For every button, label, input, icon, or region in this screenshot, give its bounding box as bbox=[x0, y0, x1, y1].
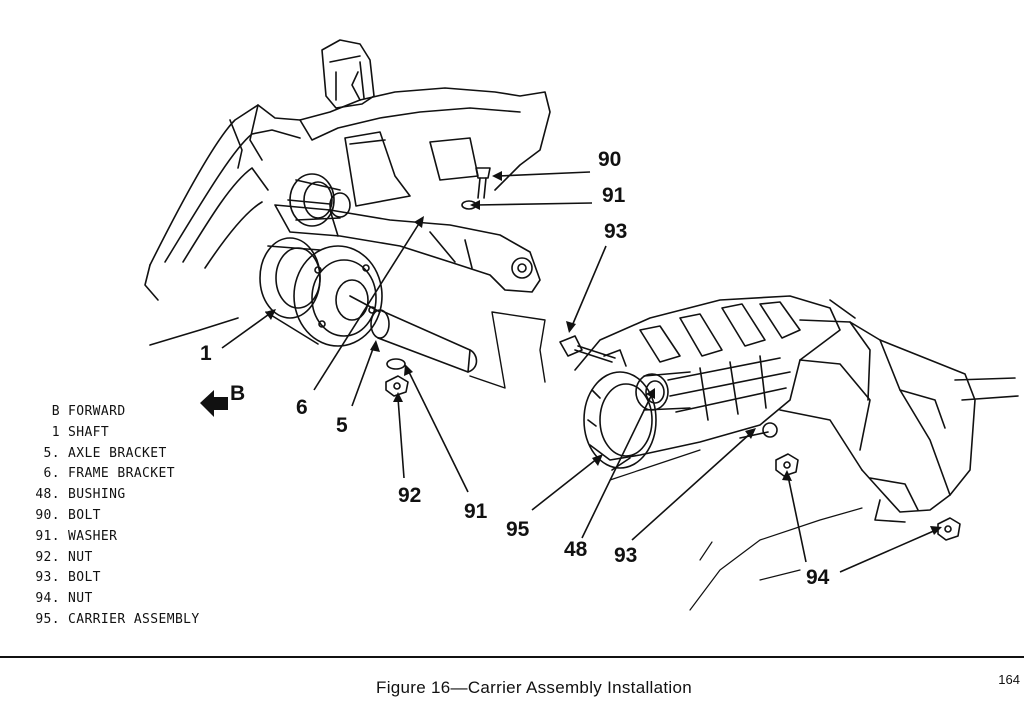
legend-text: CARRIER ASSEMBLY bbox=[68, 611, 200, 627]
arrow-forward-icon bbox=[200, 390, 228, 417]
legend-text: BOLT bbox=[68, 570, 101, 586]
legend-key: 94. bbox=[35, 591, 60, 607]
legend-item: 95. CARRIER ASSEMBLY bbox=[26, 610, 200, 631]
legend-key: 90. bbox=[35, 507, 60, 523]
leader-arrowheads bbox=[265, 171, 942, 535]
legend-key: 48. bbox=[35, 487, 60, 503]
hardware-bolt-93-lower bbox=[739, 422, 778, 439]
direction-marker: B bbox=[200, 382, 245, 417]
legend-text: SHAFT bbox=[68, 424, 110, 440]
frame-crossmember bbox=[144, 71, 551, 346]
frame-bushing bbox=[289, 173, 351, 227]
legend-item: 48. BUSHING bbox=[26, 485, 200, 506]
legend-key: B bbox=[51, 404, 60, 419]
legend-item: B FORWARD bbox=[26, 402, 200, 423]
legend-item: 1 SHAFT bbox=[26, 423, 200, 444]
drive-shaft bbox=[349, 295, 478, 373]
parts-legend: B FORWARD 1 SHAFT 5. AXLE BRACKET 6. FRAME B… bbox=[26, 402, 200, 631]
leader-lines bbox=[221, 171, 937, 573]
legend-key: 91. bbox=[35, 528, 60, 544]
legend-item: 5. AXLE BRACKET bbox=[26, 444, 200, 465]
legend-key: 93. bbox=[35, 570, 60, 586]
legend-item: 93. BOLT bbox=[26, 568, 200, 589]
legend-text: BOLT bbox=[68, 507, 101, 523]
lower-body-outline bbox=[609, 449, 863, 611]
hardware-bolt-90 bbox=[475, 167, 491, 199]
legend-item: 94. NUT bbox=[26, 589, 200, 610]
legend-item: 90. BOLT bbox=[26, 506, 200, 527]
carrier-bushing-48 bbox=[635, 371, 691, 411]
callout-93-bottom: 93 bbox=[614, 544, 637, 567]
frame-bracket-tower bbox=[321, 39, 375, 109]
legend-item: 92. NUT bbox=[26, 548, 200, 569]
callout-92: 92 bbox=[398, 484, 421, 507]
direction-label: B bbox=[230, 382, 245, 405]
legend-text: NUT bbox=[68, 591, 93, 607]
caption-divider bbox=[0, 656, 1024, 658]
hardware-nut-92 bbox=[385, 375, 409, 397]
page-number: 164 bbox=[998, 672, 1020, 687]
legend-key: 5. bbox=[43, 445, 60, 461]
legend-text: NUT bbox=[68, 549, 93, 565]
callout-94: 94 bbox=[806, 566, 830, 589]
figure-caption: Figure 16—Carrier Assembly Installation bbox=[376, 678, 692, 697]
carrier-assembly bbox=[574, 295, 841, 471]
callout-95: 95 bbox=[506, 518, 530, 541]
callout-90: 90 bbox=[598, 148, 621, 171]
legend-text: FORWARD bbox=[68, 404, 126, 419]
legend-item: 6. FRAME BRACKET bbox=[26, 464, 200, 485]
legend-item: 91. WASHER bbox=[26, 527, 200, 548]
legend-key: 92. bbox=[35, 549, 60, 565]
legend-text: FRAME BRACKET bbox=[68, 466, 175, 482]
legend-text: WASHER bbox=[68, 528, 118, 544]
callout-91-top: 91 bbox=[602, 184, 626, 207]
callout-numbers: 90 91 93 1 6 5 92 91 95 48 93 94 bbox=[200, 148, 830, 589]
callout-1: 1 bbox=[200, 342, 212, 365]
axle-bracket bbox=[274, 199, 541, 293]
callout-48: 48 bbox=[564, 538, 588, 561]
hardware-nut-94-right bbox=[937, 517, 961, 541]
exploded-view-lines bbox=[469, 311, 546, 389]
hardware-washer-91-bottom bbox=[386, 358, 406, 370]
callout-5: 5 bbox=[336, 414, 348, 437]
legend-text: AXLE BRACKET bbox=[68, 445, 167, 461]
legend-key: 95. bbox=[35, 611, 60, 627]
legend-text: BUSHING bbox=[68, 487, 126, 503]
hardware-nut-94-left bbox=[775, 453, 799, 477]
legend-key: 6. bbox=[43, 466, 60, 482]
callout-93-top: 93 bbox=[604, 220, 627, 243]
legend-key: 1 bbox=[51, 424, 60, 440]
carrier-bolt-93 bbox=[559, 335, 616, 363]
callout-91-bottom: 91 bbox=[464, 500, 488, 523]
axle-hub bbox=[259, 237, 383, 347]
callout-6: 6 bbox=[296, 396, 308, 419]
right-frame-rail bbox=[779, 299, 1019, 523]
